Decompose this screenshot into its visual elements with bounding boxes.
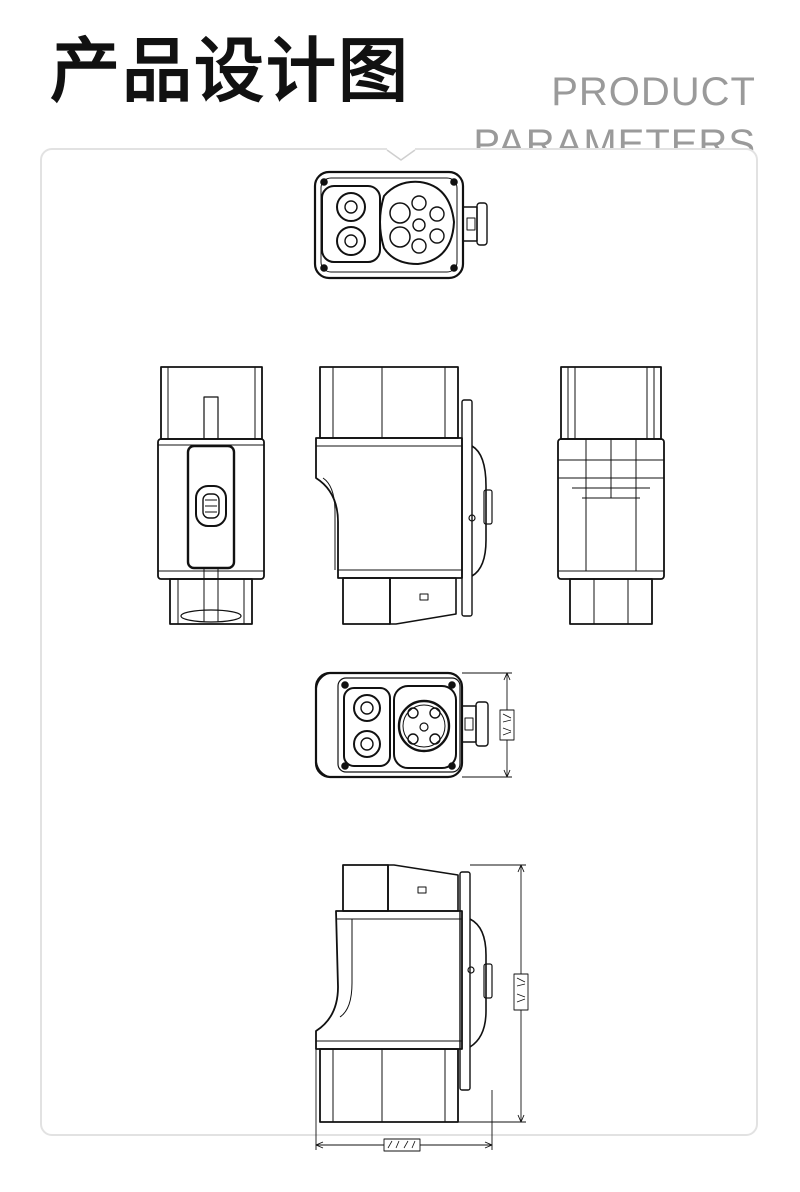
front-view	[315, 366, 493, 625]
panel-notch-chevron	[386, 149, 416, 161]
top-view-connector-face	[313, 170, 488, 280]
left-side-view	[157, 366, 265, 625]
top-view-dimensioned	[314, 671, 515, 779]
drawing-panel	[40, 148, 758, 1136]
subtitle-line-1: PRODUCT	[551, 70, 756, 114]
front-view-dimensioned	[315, 864, 529, 1152]
panel-notch	[387, 147, 415, 161]
right-side-view	[557, 366, 665, 625]
page-title: 产品设计图	[50, 30, 410, 112]
